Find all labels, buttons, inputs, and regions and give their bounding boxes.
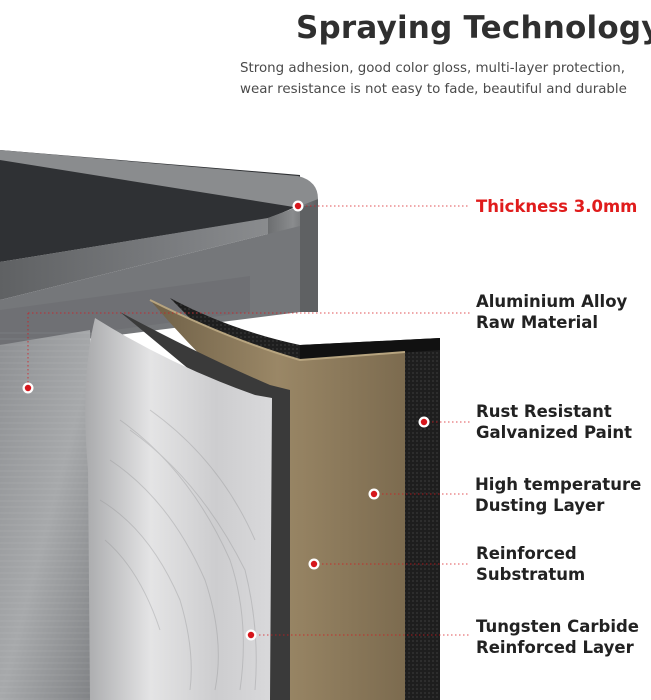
subtitle-line: Strong adhesion, good color gloss, multi…	[240, 61, 626, 76]
subtitle-line: wear resistance is not easy to fade, bea…	[240, 82, 627, 97]
callout-thickness-text: Thickness 3.0mm	[476, 197, 638, 216]
layer-silver-swirl	[85, 318, 272, 700]
callout-thickness: Thickness 3.0mm	[476, 196, 637, 217]
frame-lower-face-shade	[0, 276, 250, 345]
callout-aluminium-line2: Raw Material	[476, 313, 599, 332]
callout-rust-line1: Rust Resistant	[476, 402, 612, 421]
page-title: Spraying Technology	[296, 10, 651, 46]
callout-substratum-line2: Substratum	[476, 565, 586, 584]
callout-tungsten-line1: Tungsten Carbide	[476, 617, 639, 636]
callout-dusting-line2: Dusting Layer	[475, 496, 605, 515]
callout-substratum: Reinforced Substratum	[476, 543, 585, 585]
callout-dusting-line1: High temperature	[475, 475, 642, 494]
callout-substratum-line1: Reinforced	[476, 544, 577, 563]
callout-aluminium-line1: Aluminium Alloy	[476, 292, 628, 311]
frame-right-edge	[300, 206, 318, 312]
frame-top-face	[0, 206, 300, 300]
callout-tungsten: Tungsten Carbide Reinforced Layer	[476, 616, 639, 658]
callout-rust: Rust Resistant Galvanized Paint	[476, 401, 632, 443]
layer-bronze	[150, 300, 405, 700]
callout-aluminium: Aluminium Alloy Raw Material	[476, 291, 627, 333]
callout-rust-line2: Galvanized Paint	[476, 423, 633, 442]
page-subtitle: Strong adhesion, good color gloss, multi…	[240, 58, 640, 100]
callout-tungsten-line2: Reinforced Layer	[476, 638, 634, 657]
callout-dusting: High temperature Dusting Layer	[475, 474, 641, 516]
frame-top-lip	[0, 150, 318, 208]
